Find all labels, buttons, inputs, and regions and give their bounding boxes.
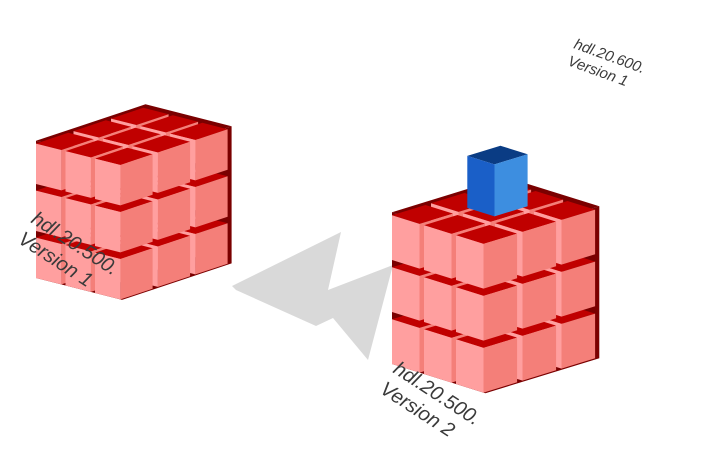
left-block-211-side [157, 188, 191, 240]
left-block-001-front [36, 190, 62, 238]
left-block-002-top [36, 132, 94, 150]
arrow-right-icon [232, 232, 393, 360]
left-block-012-top [73, 120, 132, 138]
left-block-220-side [195, 223, 228, 275]
new-block-front [467, 155, 495, 217]
right-block-221-side [561, 261, 596, 317]
left-block-100-front [65, 245, 91, 292]
right-block-222-top [534, 201, 596, 220]
left-cube [36, 104, 232, 300]
right-block-202-side [483, 233, 518, 289]
right-cube [392, 177, 600, 394]
left-block-101-front [65, 198, 91, 245]
new-block-label: hdl.20.600. Version 1 [565, 36, 647, 90]
left-block-212-top [132, 135, 191, 153]
right-block-200-front [456, 339, 484, 393]
right-block-001-front [392, 267, 420, 321]
left-block-112-top [103, 127, 161, 145]
left-block-201-front [95, 205, 121, 253]
left-block-202-top [95, 147, 153, 165]
right-block-000-front [392, 319, 420, 373]
right-block-202-front [456, 235, 484, 289]
right-block-222-side [561, 209, 596, 265]
right-block-102-top [424, 215, 486, 234]
right-block-201-front [456, 287, 484, 341]
left-block-022-top [111, 107, 169, 125]
left-block-212-side [157, 141, 191, 193]
right-block-212-top [495, 213, 557, 232]
right-block-202-top [456, 225, 518, 244]
left-block-210-side [157, 235, 191, 287]
right-block-211-side [522, 273, 557, 329]
right-block-220-side [561, 313, 596, 369]
left-block-200-side [120, 248, 153, 300]
left-block-000-front [36, 237, 62, 285]
left-block-222-top [170, 122, 228, 140]
left-block-202-side [120, 154, 153, 206]
right-block-200-side [483, 337, 518, 393]
left-block-201-side [120, 201, 153, 253]
left-block-122-top [140, 115, 199, 133]
left-block-221-side [195, 176, 228, 228]
left-block-200-front [95, 252, 121, 300]
new-block-side [494, 154, 528, 217]
right-block-210-side [522, 325, 557, 381]
right-block-002-front [392, 215, 420, 269]
left-block-002-front [36, 143, 62, 191]
new-block [467, 145, 528, 217]
left-block-202-front [95, 158, 121, 206]
right-block-101-front [424, 277, 452, 331]
right-block-201-side [483, 285, 518, 341]
left-block-222-side [195, 129, 228, 181]
right-block-212-side [522, 221, 557, 277]
right-block-002-top [392, 205, 454, 224]
right-block-100-front [424, 329, 452, 383]
left-block-102-front [65, 151, 91, 198]
new-block-top [467, 145, 528, 165]
left-block-102-top [65, 140, 124, 158]
right-block-102-front [424, 225, 452, 279]
